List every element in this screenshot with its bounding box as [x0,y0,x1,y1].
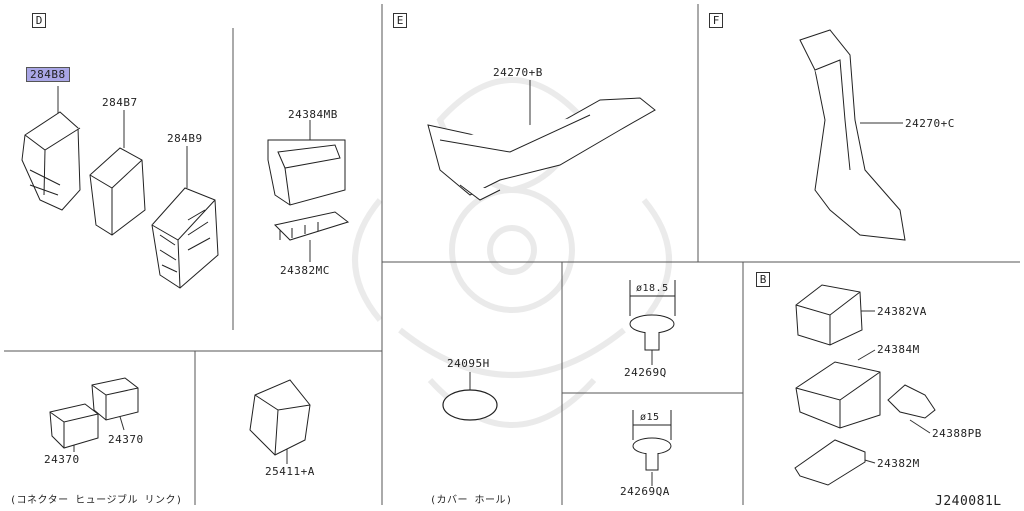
dimension-18-5: ø18.5 [636,283,669,294]
part-label-284b9[interactable]: 284B9 [167,132,203,145]
part-label-24270b[interactable]: 24270+B [493,66,543,79]
part-24095h-drawing [442,389,498,421]
part-25411a-drawing [249,379,311,456]
part-label-24384mb[interactable]: 24384MB [288,108,338,121]
section-marker-e: E [393,13,407,28]
part-label-24382m[interactable]: 24382M [877,457,920,470]
section-marker-f: F [709,13,723,28]
part-284b9-drawing [151,187,219,289]
part-24370-drawing [49,377,139,449]
part-label-24382va[interactable]: 24382VA [877,305,927,318]
part-24382m-drawing [794,439,866,486]
part-label-24384m[interactable]: 24384M [877,343,920,356]
part-label-24269q[interactable]: 24269Q [624,366,667,379]
part-284b7-drawing [89,147,146,236]
part-label-24269qa[interactable]: 24269QA [620,485,670,498]
part-24270c-drawing [799,29,906,241]
part-label-24095h[interactable]: 24095H [447,357,490,370]
part-24384mb-drawing [267,139,346,206]
dimension-15: ø15 [640,412,660,423]
part-24269qa-drawing [632,410,672,471]
note-fusible-link: (コネクター ヒュージブル リンク) [10,495,183,506]
part-label-24370-right[interactable]: 24370 [108,433,144,446]
part-24270b-drawing [427,97,656,201]
part-label-24270c[interactable]: 24270+C [905,117,955,130]
part-label-284b7[interactable]: 284B7 [102,96,138,109]
note-cover-hole: (カバー ホール) [430,495,513,506]
panel-grid [4,4,1020,505]
part-label-24370-left[interactable]: 24370 [44,453,80,466]
part-24388pb-drawing [887,384,936,419]
part-24269q-drawing [629,280,676,351]
part-284b8-drawing [21,111,81,211]
section-marker-b: B [756,272,770,287]
part-24382mc-drawing [273,211,350,241]
diagram-code: J240081L [935,494,1002,509]
part-label-25411a[interactable]: 25411+A [265,465,315,478]
section-marker-d: D [32,13,46,28]
part-label-24388pb[interactable]: 24388PB [932,427,982,440]
part-24382va-drawing [795,284,863,346]
part-24384m-drawing [795,361,881,429]
part-label-284b8[interactable]: 284B8 [26,67,70,82]
part-label-24382mc[interactable]: 24382MC [280,264,330,277]
